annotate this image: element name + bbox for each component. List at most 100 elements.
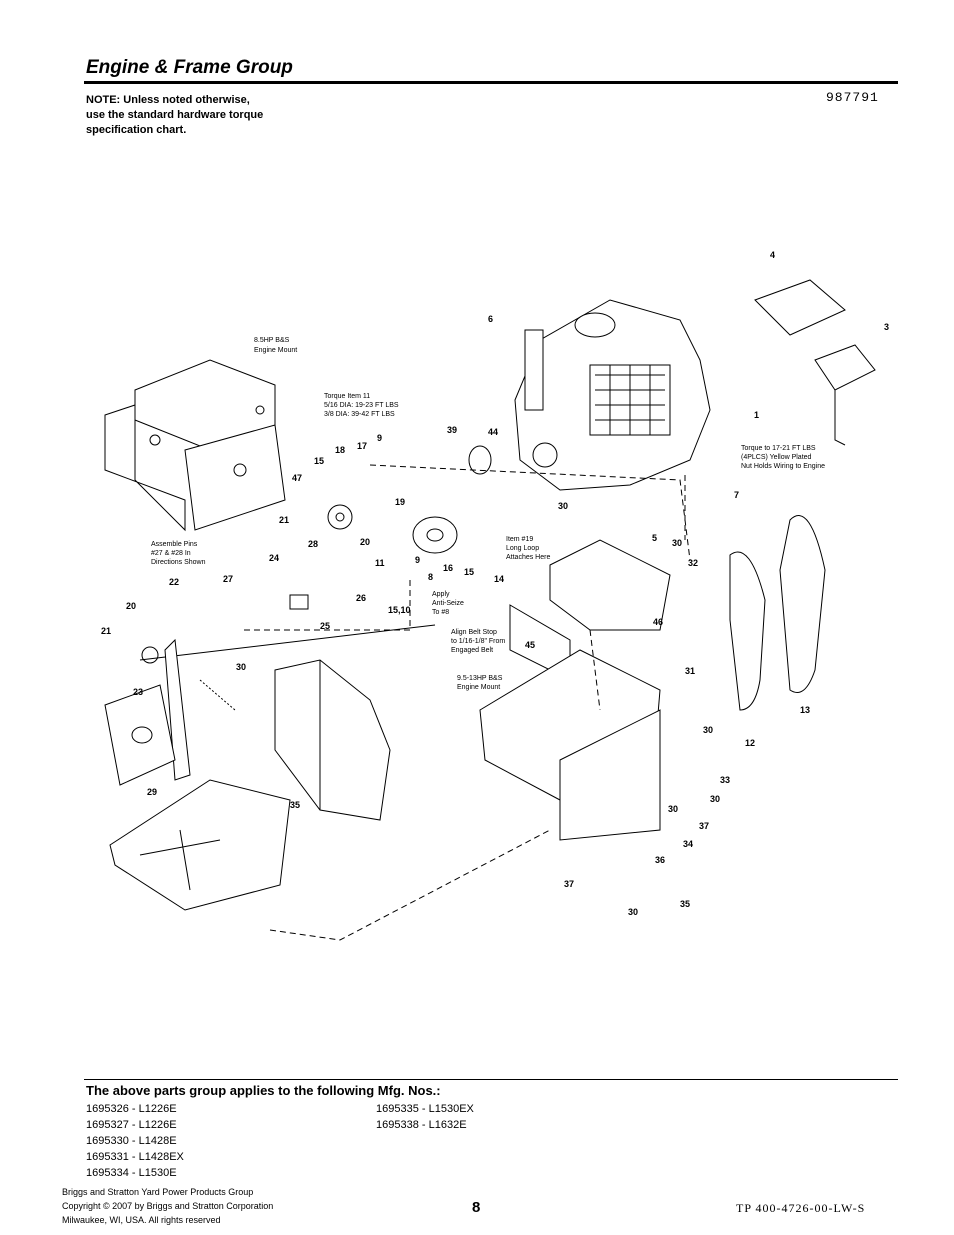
callout: 36 [655,855,665,865]
annotation-line: Directions Shown [151,559,206,566]
mfg-list-col2: 1695335 - L1530EX 1695338 - L1632E [376,1101,474,1133]
callout: 30 [703,725,713,735]
callout: 46 [653,617,663,627]
left-frame [104,359,286,532]
annotation-line: Nut Holds Wiring to Engine [741,463,825,470]
annotation-line: Attaches Here [506,554,550,561]
callout: 19 [395,497,405,507]
engine-plate [479,539,671,841]
callout: 13 [800,705,810,715]
callout: 15 [464,567,474,577]
callout: 16 [443,563,453,573]
callout: 20 [360,537,370,547]
mfg-number: 1695338 - L1632E [376,1119,467,1131]
annotation-line: Torque Item 11 [324,393,370,400]
note-line: use the standard hardware torque [86,109,264,121]
footer-copyright: Briggs and Stratton Yard Power Products … [62,1185,273,1227]
annotation-line: Anti-Seize [432,600,464,607]
header-rule [84,81,898,84]
callout: 30 [628,907,638,917]
callout: 30 [558,501,568,511]
diagram-number: 987791 [826,90,879,105]
mfg-list-col1: 1695326 - L1226E 1695327 - L1226E 169533… [86,1101,184,1181]
annotation-line: 3/8 DIA: 39-42 FT LBS [324,411,395,418]
annotation-line: to 1/16-1/8" From [451,638,505,645]
annotation-line: 5/16 DIA: 19-23 FT LBS [324,402,399,409]
callout: 37 [699,821,709,831]
callout: 35 [290,800,300,810]
callout: 27 [223,574,233,584]
callout: 20 [126,601,136,611]
pulley-plate [104,684,176,786]
callout: 21 [279,515,289,525]
callout-labels: 1 3 4 5 6 7 8 9 9 11 12 13 14 15 15 15,1… [101,250,889,917]
callout: 18 [335,445,345,455]
callout: 3 [884,322,889,332]
engine [514,299,711,491]
annotation-line: 8.5HP B&S [254,337,290,344]
callout: 15 [314,456,324,466]
footer-line: Briggs and Stratton Yard Power Products … [62,1187,254,1197]
annotations: 8.5HP B&S Engine Mount Torque Item 11 5/… [151,337,825,691]
callout: 30 [236,662,246,672]
annotation-line: Assemble Pins [151,541,198,548]
page-title: Engine & Frame Group [86,57,293,78]
callout: 9 [377,433,382,443]
applies-rule [84,1079,898,1080]
callout: 28 [308,539,318,549]
torque-note: NOTE: Unless noted otherwise, use the st… [86,93,316,138]
callout: 5 [652,533,657,543]
mfg-number: 1695330 - L1428E [86,1135,177,1147]
callout: 30 [668,804,678,814]
callout: 32 [688,558,698,568]
callout: 35 [680,899,690,909]
callout: 24 [269,553,279,563]
callout: 14 [494,574,504,584]
callout: 7 [734,490,739,500]
pulleys [141,445,492,664]
callout: 15,10 [388,605,411,615]
annotation-line: (4PLCS) Yellow Plated [741,454,812,461]
callout: 8 [428,572,433,582]
callout: 4 [770,250,775,260]
mfg-number: 1695326 - L1226E [86,1103,177,1115]
mfg-number: 1695334 - L1530E [86,1167,177,1179]
callout: 29 [147,787,157,797]
applies-heading: The above parts group applies to the fol… [86,1083,441,1098]
callout: 21 [101,626,111,636]
callout: 9 [415,555,420,565]
alignment-lines [240,464,691,941]
document-id: TP 400-4726-00-LW-S [736,1201,866,1215]
annotation-line: Item #19 [506,536,533,543]
callout: 25 [320,621,330,631]
annotation-line: Engine Mount [457,684,500,691]
callout: 34 [683,839,693,849]
annotation-line: Align Belt Stop [451,629,497,636]
callout: 12 [745,738,755,748]
callout: 37 [564,879,574,889]
idler-linkage [139,624,436,781]
annotation-line: Long Loop [506,545,539,552]
footer-line: Milwaukee, WI, USA. All rights reserved [62,1215,221,1225]
annotation-line: Torque to 17-21 FT LBS [741,445,816,452]
annotation-line: Apply [432,591,450,598]
callout: 31 [685,666,695,676]
mfg-number: 1695335 - L1530EX [376,1103,474,1115]
brackets [754,279,876,446]
callout: 47 [292,473,302,483]
callout: 23 [133,687,143,697]
callout: 11 [375,558,385,568]
callout: 22 [169,577,179,587]
annotation-line: 9.5-13HP B&S [457,675,503,682]
callout: 30 [710,794,720,804]
exploded-parts-diagram: 1 3 4 5 6 7 8 9 9 11 12 13 14 15 15 15,1… [101,250,889,941]
footer-line: Copyright © 2007 by Briggs and Stratton … [62,1201,274,1211]
callout: 45 [525,640,535,650]
callout: 30 [672,538,682,548]
callout: 39 [447,425,457,435]
note-line: NOTE: Unless noted otherwise, [86,94,250,106]
note-line: specification chart. [86,124,187,136]
callout: 44 [488,427,498,437]
mfg-number: 1695327 - L1226E [86,1119,177,1131]
drive-belts [729,515,826,711]
